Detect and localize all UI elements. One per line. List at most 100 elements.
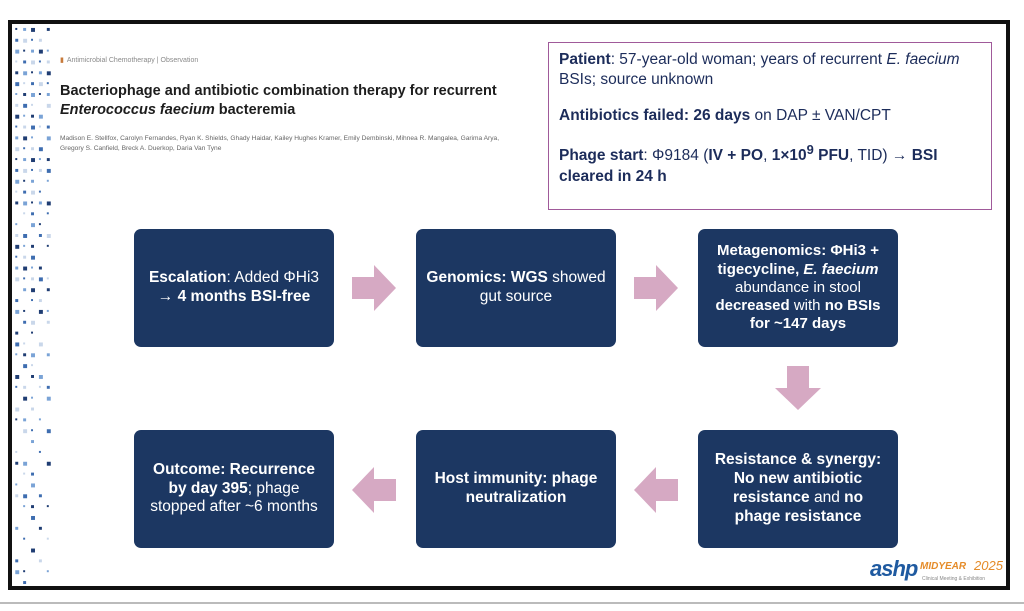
decorative-dot: [31, 168, 34, 171]
decorative-dot: [38, 82, 43, 87]
decorative-dot: [15, 158, 18, 161]
decorative-dot: [15, 342, 20, 347]
decorative-dot: [38, 299, 42, 303]
decorative-dot: [31, 331, 34, 334]
decorative-dot: [23, 461, 28, 466]
decorative-dot: [23, 136, 28, 141]
decorative-dot: [15, 299, 19, 303]
phage-start-line: Phage start: Φ9184 (IV + PO, 1×109 PFU, …: [559, 142, 938, 185]
decorative-dot: [23, 125, 27, 129]
decorative-dot: [23, 385, 27, 389]
decorative-dot: [31, 266, 34, 269]
decorative-dot: [23, 570, 26, 573]
decorative-dot: [46, 136, 51, 141]
decorative-dot: [31, 429, 34, 432]
decorative-dot: [38, 494, 42, 498]
decorative-dot: [38, 342, 43, 347]
decorative-dot: [23, 244, 26, 247]
decorative-dot: [46, 82, 49, 85]
decorative-dot-pattern: [15, 27, 51, 585]
decorative-dot: [31, 483, 35, 488]
decorative-dot: [46, 125, 50, 129]
decorative-dot: [31, 103, 34, 106]
decorative-dot: [15, 168, 19, 172]
decorative-dot: [38, 418, 41, 421]
decorative-dot: [23, 581, 27, 585]
decorative-dot: [23, 255, 27, 259]
decorative-dot: [38, 114, 43, 119]
decorative-dot: [38, 125, 41, 128]
decorative-dot: [15, 407, 20, 412]
decorative-dot: [31, 147, 34, 151]
decorative-dot: [15, 418, 18, 421]
decorative-dot: [15, 190, 18, 193]
decorative-dot: [38, 190, 41, 193]
decorative-dot: [15, 223, 18, 226]
decorative-dot: [15, 494, 19, 498]
decorative-dot: [31, 407, 34, 411]
decorative-dot: [23, 147, 26, 150]
decorative-dot: [46, 244, 49, 247]
decorative-dot: [46, 201, 51, 206]
antibiotics-line: Antibiotics failed: 26 days on DAP ± VAN…: [559, 106, 891, 124]
decorative-dot: [38, 223, 41, 226]
slide: ▮Antimicrobial Chemotherapy | Observatio…: [8, 20, 1010, 590]
decorative-dot: [31, 82, 34, 86]
decorative-dot: [31, 38, 34, 41]
decorative-dot: [23, 266, 28, 271]
decorative-dot: [23, 494, 28, 499]
decorative-dot: [31, 288, 35, 293]
decorative-dot: [31, 60, 35, 65]
decorative-dot: [31, 244, 34, 248]
decorative-dot: [23, 27, 27, 31]
decorative-dot: [15, 375, 20, 379]
decorative-dot: [38, 168, 42, 172]
decorative-dot: [38, 559, 42, 563]
decorative-dot: [15, 450, 18, 453]
flow-box-metagenomics: Metagenomics: ΦHi3 + tigecycline, E. fae…: [698, 229, 898, 347]
decorative-dot: [38, 158, 41, 161]
decorative-dot: [46, 60, 50, 64]
decorative-dot: [31, 255, 35, 260]
decorative-dot: [31, 125, 35, 130]
patient-line: Patient: 57-year-old woman; years of rec…: [559, 51, 960, 89]
flow-box-genomics: Genomics: WGS showed gut source: [416, 229, 616, 347]
decorative-dot: [38, 375, 43, 379]
decorative-dot: [23, 288, 27, 292]
decorative-dot: [23, 309, 26, 312]
ashp-midyear-logo: ashp MIDYEAR 2025 Clinical Meeting & Exh…: [870, 556, 1003, 582]
decorative-dot: [23, 71, 28, 76]
decorative-dot: [31, 515, 35, 520]
decorative-dot: [23, 93, 27, 96]
decorative-dot: [15, 244, 20, 249]
decorative-dot: [46, 309, 49, 312]
decorative-dot: [46, 277, 49, 280]
decorative-dot: [38, 38, 42, 42]
decorative-dot: [31, 71, 34, 74]
decorative-dot: [23, 103, 28, 108]
decorative-dot: [15, 71, 19, 75]
decorative-dot: [31, 93, 35, 97]
decorative-dot: [15, 136, 19, 140]
decorative-dot: [46, 168, 51, 173]
decorative-dot: [15, 179, 20, 184]
decorative-dot: [23, 537, 26, 540]
decorative-dot: [23, 168, 28, 173]
decorative-dot: [31, 114, 34, 118]
decorative-dot: [38, 201, 42, 205]
decorative-dot: [38, 234, 42, 237]
decorative-dot: [15, 461, 19, 465]
decorative-dot: [46, 103, 51, 108]
decorative-dot: [46, 537, 49, 540]
paper-title: Bacteriophage and antibiotic combination…: [60, 83, 497, 118]
decorative-dot: [31, 375, 34, 378]
decorative-dot: [23, 472, 26, 475]
decorative-dot: [31, 179, 34, 183]
bottom-divider: [0, 602, 1024, 604]
decorative-dot: [38, 93, 41, 95]
decorative-dot: [31, 364, 34, 367]
decorative-dot: [15, 147, 20, 152]
decorative-dot: [38, 266, 42, 270]
decorative-dot: [15, 331, 19, 335]
decorative-dot: [15, 309, 20, 314]
